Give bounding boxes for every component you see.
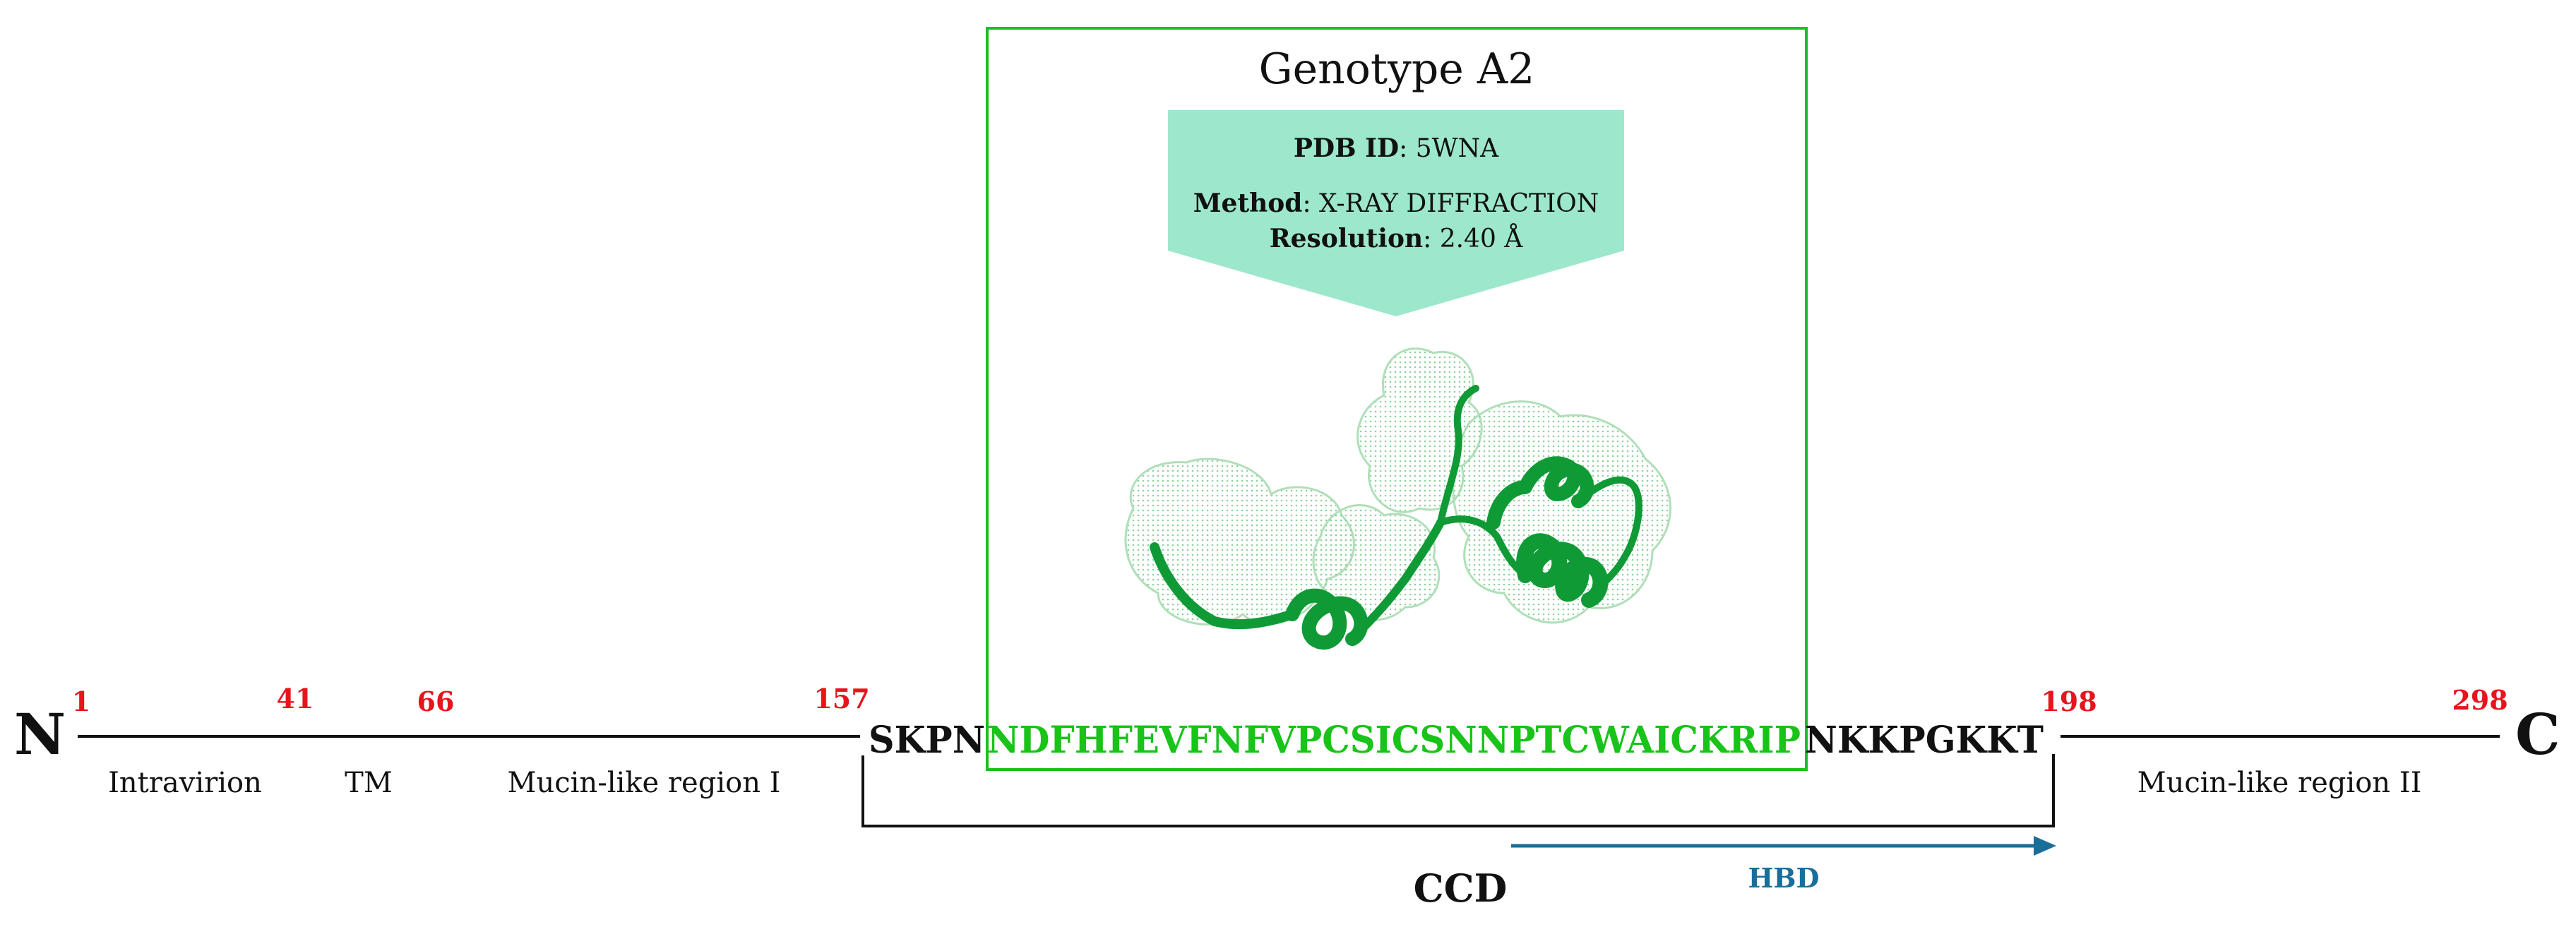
method-line: Method: X-RAY DIFFRACTION (1193, 189, 1599, 218)
ccd-label: CCD (1414, 866, 1508, 911)
region-intravirion: Intravirion (108, 767, 262, 799)
sequence-right-flank: NKKPGKKT (1805, 719, 2044, 762)
resolution-label: Resolution (1270, 224, 1423, 253)
ccd-bracket (861, 754, 2055, 827)
c-terminus-label: C (2515, 701, 2560, 767)
hbd-arrow-head (2034, 836, 2056, 856)
pdb-id-value: : 5WNA (1399, 134, 1499, 163)
structure-box-title: Genotype A2 (1259, 44, 1535, 94)
region-mucin-like-1: Mucin-like region I (508, 767, 781, 799)
residue-number-66: 66 (417, 686, 455, 717)
protein-ribbon-structure-icon (1124, 347, 1671, 650)
sequence-structured-region: NDFHFEVFNFVPCSICSNNPTCWAICKRIP (987, 719, 1801, 762)
structure-box (986, 27, 1808, 771)
ribbon-backbone (1150, 385, 1642, 650)
resolution-value: : 2.40 Å (1423, 224, 1523, 253)
region-mucin-like-2: Mucin-like region II (2137, 767, 2422, 799)
info-callout (1168, 110, 1624, 316)
residue-number-41: 41 (277, 683, 314, 714)
pdb-id-label: PDB ID (1294, 133, 1399, 163)
n-terminus-label: N (14, 701, 66, 767)
residue-number-157: 157 (813, 683, 869, 714)
sequence-left-flank: SKPN (869, 719, 985, 762)
method-value: : X-RAY DIFFRACTION (1302, 189, 1599, 218)
resolution-line: Resolution: 2.40 Å (1270, 224, 1524, 253)
region-tm: TM (345, 767, 393, 799)
residue-number-298: 298 (2452, 684, 2508, 716)
method-label: Method (1193, 189, 1303, 218)
residue-number-1: 1 (72, 686, 90, 717)
pdb-id-line: PDB ID: 5WNA (1294, 133, 1499, 163)
residue-number-198: 198 (2041, 686, 2097, 717)
hbd-label: HBD (1748, 862, 1820, 894)
